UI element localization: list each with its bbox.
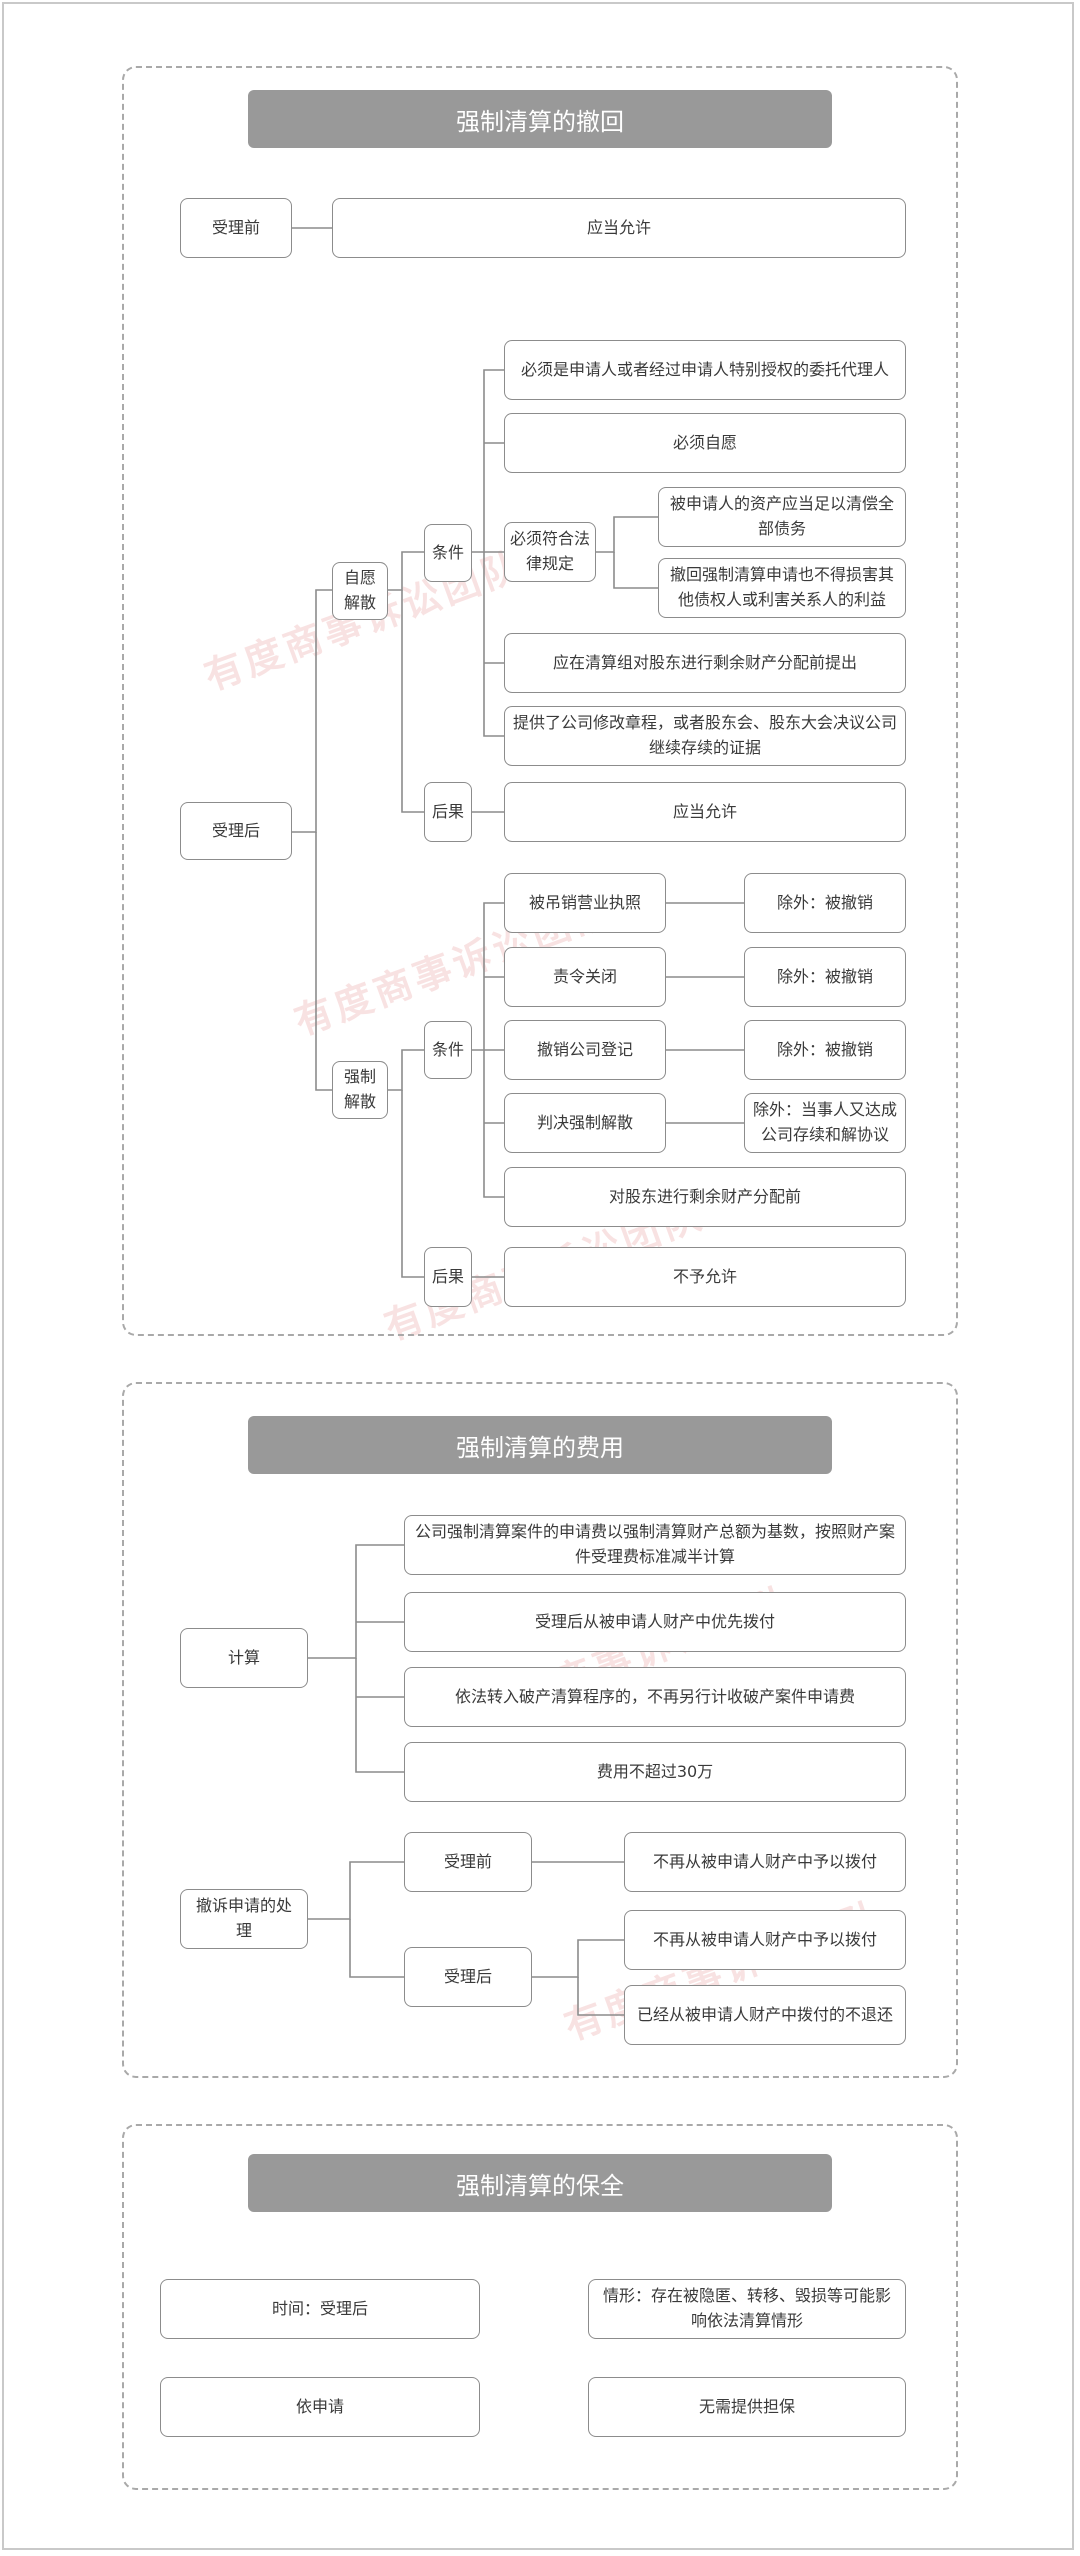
result-node: 不予允许 — [504, 1247, 906, 1307]
withdrawal-handling-node: 撤诉申请的处理 — [180, 1889, 308, 1949]
node-label: 依申请 — [295, 2396, 344, 2416]
node-label: 无需提供担保 — [698, 2396, 795, 2416]
before-acceptance-node: 受理前 — [180, 198, 292, 258]
node-label: 对股东进行剩余财产分配前 — [608, 1186, 801, 1206]
section-fees — [122, 1382, 958, 2078]
refund-node: 不再从被申请人财产中予以拨付 — [624, 1910, 906, 1970]
condition-node: 撤销公司登记 — [504, 1020, 666, 1080]
section-title: 强制清算的保全 — [248, 2154, 832, 2212]
condition-node: 撤回强制清算申请也不得损害其他债权人或利害关系人的利益 — [658, 558, 906, 618]
node-label: 后果 — [431, 1266, 464, 1286]
exception-node: 除外：被撤销 — [744, 947, 906, 1007]
after-acceptance-node: 受理后 — [404, 1947, 532, 2007]
refund-node: 已经从被申请人财产中拨付的不退还 — [624, 1985, 906, 2045]
node-label: 情形：存在被隐匿、转移、毁损等可能影响依法清算情形 — [602, 2286, 891, 2330]
fee-item-node: 受理后从被申请人财产中优先拨付 — [404, 1592, 906, 1652]
fee-item-node: 依法转入破产清算程序的，不再另行计收破产案件申请费 — [404, 1667, 906, 1727]
node-label: 受理后 — [211, 820, 260, 840]
node-label: 应当允许 — [672, 801, 737, 821]
node-label: 撤回强制清算申请也不得损害其他债权人或利害关系人的利益 — [669, 565, 894, 609]
node-label: 必须符合法律规定 — [509, 529, 590, 573]
conditions-node: 条件 — [424, 1021, 472, 1079]
before-acceptance-node: 受理前 — [404, 1832, 532, 1892]
node-label: 撤诉申请的处理 — [195, 1896, 292, 1940]
node-label: 依法转入破产清算程序的，不再另行计收破产案件申请费 — [454, 1686, 855, 1706]
situation-node: 情形：存在被隐匿、转移、毁损等可能影响依法清算情形 — [588, 2279, 906, 2339]
node-label: 除外：被撤销 — [776, 892, 873, 912]
condition-node: 必须是申请人或者经过申请人特别授权的委托代理人 — [504, 340, 906, 400]
fee-item-node: 公司强制清算案件的申请费以强制清算财产总额为基数，按照财产案件受理费标准减半计算 — [404, 1515, 906, 1575]
time-node: 时间：受理后 — [160, 2279, 480, 2339]
node-label: 费用不超过30万 — [596, 1761, 714, 1781]
conditions-node: 条件 — [424, 524, 472, 582]
condition-node: 提供了公司修改章程，或者股东会、股东大会决议公司继续存续的证据 — [504, 706, 906, 766]
node-label: 应在清算组对股东进行剩余财产分配前提出 — [552, 652, 857, 672]
node-label: 被吊销营业执照 — [528, 892, 641, 912]
after-acceptance-node: 受理后 — [180, 802, 292, 860]
node-label: 判决强制解散 — [536, 1112, 633, 1132]
section-withdrawal — [122, 66, 958, 1336]
node-label: 被申请人的资产应当足以清偿全部债务 — [669, 494, 894, 538]
forced-dissolution-node: 强制解散 — [332, 1061, 388, 1119]
node-label: 除外：当事人又达成公司存续和解协议 — [753, 1100, 898, 1144]
node-label: 必须是申请人或者经过申请人特别授权的委托代理人 — [520, 359, 889, 379]
node-label: 后果 — [431, 801, 464, 821]
node-label: 应当允许 — [586, 217, 651, 237]
condition-node: 责令关闭 — [504, 947, 666, 1007]
node-label: 条件 — [431, 1039, 464, 1059]
result-node: 应当允许 — [504, 782, 906, 842]
section-preservation — [122, 2124, 958, 2490]
condition-node: 被申请人的资产应当足以清偿全部债务 — [658, 487, 906, 547]
node-label: 受理前 — [211, 217, 260, 237]
node-label: 时间：受理后 — [271, 2298, 368, 2318]
exception-node: 除外：当事人又达成公司存续和解协议 — [744, 1093, 906, 1153]
node-label: 受理后 — [443, 1966, 492, 1986]
on-application-node: 依申请 — [160, 2377, 480, 2437]
exception-node: 除外：被撤销 — [744, 873, 906, 933]
should-allow-node: 应当允许 — [332, 198, 906, 258]
node-label: 撤销公司登记 — [536, 1039, 633, 1059]
node-label: 不再从被申请人财产中予以拨付 — [652, 1851, 877, 1871]
node-label: 条件 — [431, 542, 464, 562]
no-guarantee-node: 无需提供担保 — [588, 2377, 906, 2437]
condition-node: 必须自愿 — [504, 413, 906, 473]
condition-node: 应在清算组对股东进行剩余财产分配前提出 — [504, 633, 906, 693]
condition-node: 判决强制解散 — [504, 1093, 666, 1153]
condition-node: 必须符合法律规定 — [504, 522, 596, 582]
exception-node: 除外：被撤销 — [744, 1020, 906, 1080]
node-label: 提供了公司修改章程，或者股东会、股东大会决议公司继续存续的证据 — [513, 713, 898, 757]
node-label: 责令关闭 — [552, 966, 617, 986]
condition-node: 被吊销营业执照 — [504, 873, 666, 933]
voluntary-dissolution-node: 自愿解散 — [332, 562, 388, 620]
node-label: 自愿解散 — [343, 568, 376, 612]
section-title: 强制清算的撤回 — [248, 90, 832, 148]
node-label: 计算 — [227, 1647, 260, 1667]
node-label: 不予允许 — [672, 1266, 737, 1286]
node-label: 公司强制清算案件的申请费以强制清算财产总额为基数，按照财产案件受理费标准减半计算 — [414, 1522, 895, 1566]
node-label: 除外：被撤销 — [776, 1039, 873, 1059]
section-title: 强制清算的费用 — [248, 1416, 832, 1474]
consequence-node: 后果 — [424, 782, 472, 842]
node-label: 必须自愿 — [672, 432, 737, 452]
node-label: 受理前 — [443, 1851, 492, 1871]
node-label: 强制解散 — [343, 1067, 376, 1111]
node-label: 受理后从被申请人财产中优先拨付 — [534, 1611, 775, 1631]
refund-node: 不再从被申请人财产中予以拨付 — [624, 1832, 906, 1892]
node-label: 除外：被撤销 — [776, 966, 873, 986]
condition-node: 对股东进行剩余财产分配前 — [504, 1167, 906, 1227]
node-label: 不再从被申请人财产中予以拨付 — [652, 1929, 877, 1949]
fee-item-node: 费用不超过30万 — [404, 1742, 906, 1802]
consequence-node: 后果 — [424, 1247, 472, 1307]
node-label: 已经从被申请人财产中拨付的不退还 — [636, 2004, 893, 2024]
calculation-node: 计算 — [180, 1628, 308, 1688]
